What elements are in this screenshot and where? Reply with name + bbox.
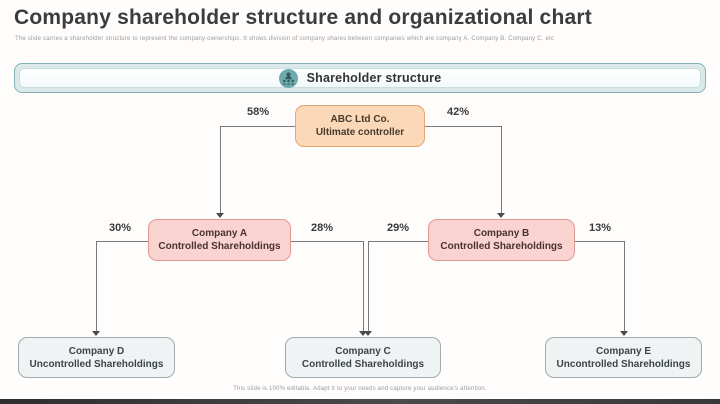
connector-line (363, 241, 364, 332)
bottom-bar (0, 399, 720, 404)
banner-inner: Shareholder structure (19, 68, 701, 88)
connector-line (291, 241, 363, 242)
node-company-e: Company E Uncontrolled Shareholdings (545, 337, 702, 378)
connector-line (425, 126, 501, 127)
edge-label-42: 42% (446, 106, 470, 118)
node-name: Company D (68, 345, 125, 357)
slide-footer: This slide is 100% editable. Adapt it to… (233, 386, 487, 392)
connector-line (220, 126, 295, 127)
edge-label-13: 13% (588, 222, 612, 234)
node-company-d: Company D Uncontrolled Shareholdings (18, 337, 175, 378)
connector-line (368, 241, 369, 332)
connector-line (575, 241, 624, 242)
connector-line (624, 241, 625, 332)
node-company-a: Company A Controlled Shareholdings (148, 219, 291, 261)
node-company-c: Company C Controlled Shareholdings (285, 337, 441, 378)
connector-line (368, 241, 428, 242)
banner-label: Shareholder structure (306, 71, 442, 85)
node-name: Company E (595, 345, 651, 357)
node-name: Company B (473, 228, 530, 239)
node-company-b: Company B Controlled Shareholdings (428, 219, 575, 261)
node-name: ABC Ltd Co. (330, 114, 390, 125)
arrowhead-icon (497, 213, 505, 218)
node-name: Company C (335, 345, 391, 357)
arrowhead-icon (364, 331, 372, 336)
edge-label-30: 30% (108, 222, 132, 234)
shareholder-structure-banner: Shareholder structure (14, 63, 706, 93)
people-hierarchy-icon (278, 68, 298, 88)
edge-label-58: 58% (246, 106, 270, 118)
edge-label-29: 29% (386, 222, 410, 234)
connector-line (96, 241, 97, 332)
arrowhead-icon (359, 331, 367, 336)
page-title: Company shareholder structure and organi… (14, 6, 592, 29)
connector-line (96, 241, 148, 242)
node-role: Ultimate controller (315, 127, 405, 138)
node-role: Controlled Shareholdings (301, 358, 425, 370)
node-role: Controlled Shareholdings (440, 241, 563, 252)
connector-line (220, 126, 221, 214)
node-abc-ltd: ABC Ltd Co. Ultimate controller (295, 105, 425, 147)
node-role: Controlled Shareholdings (158, 241, 281, 252)
slide-subtitle: The slide carries a shareholder structur… (15, 36, 555, 42)
arrowhead-icon (92, 331, 100, 336)
node-name: Company A (191, 228, 248, 239)
edge-label-28: 28% (310, 222, 334, 234)
arrowhead-icon (216, 213, 224, 218)
connector-line (501, 126, 502, 214)
arrowhead-icon (620, 331, 628, 336)
node-role: Uncontrolled Shareholdings (556, 358, 691, 370)
node-role: Uncontrolled Shareholdings (29, 358, 164, 370)
